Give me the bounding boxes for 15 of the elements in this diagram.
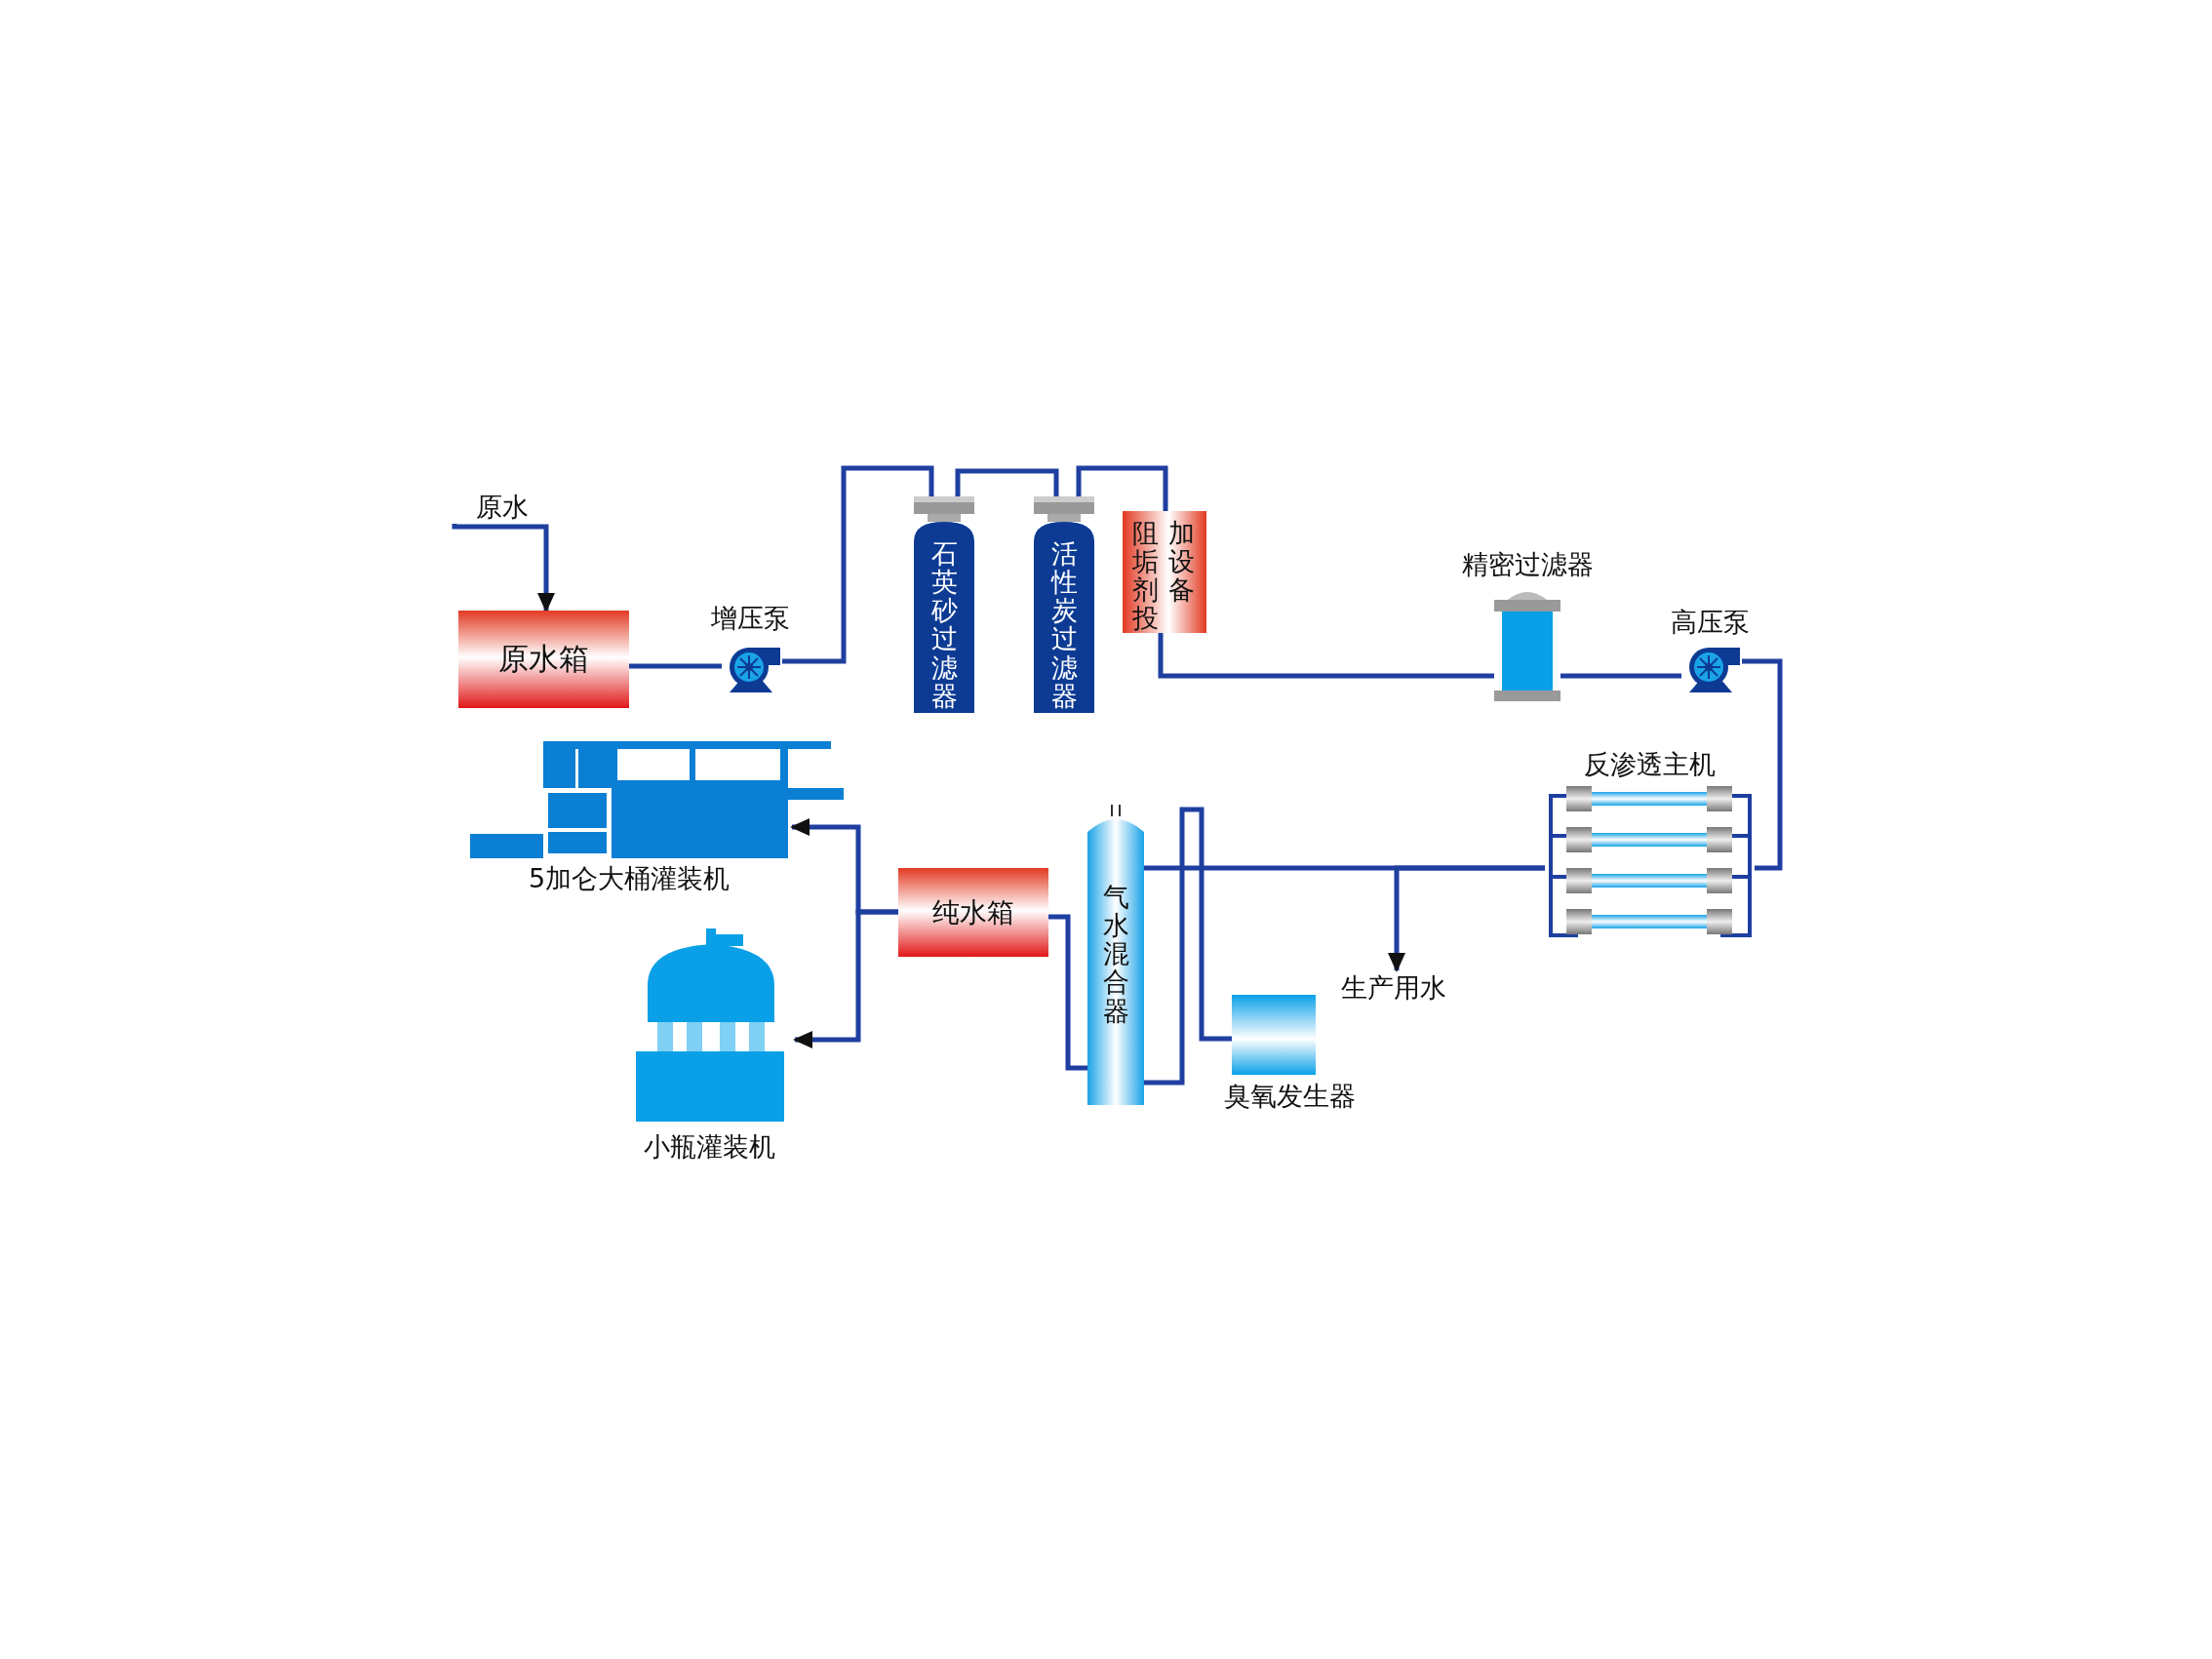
- equipment-label: 臭氧发生器: [1224, 1083, 1356, 1109]
- equipment-label: 反渗透主机: [1583, 751, 1717, 777]
- equipment-label: 5加仑大桶灌装机: [529, 865, 731, 891]
- dosing-unit: 阻垢剂投加设备: [1123, 511, 1206, 633]
- equipment-label: 小瓶灌装机: [644, 1133, 775, 1160]
- equipment-label: 增压泵: [711, 605, 790, 631]
- water-tank: 原水箱: [458, 611, 629, 708]
- pipe-arrow: [1388, 865, 1545, 972]
- pipe-arrow: [452, 524, 555, 612]
- flow-label: 生产用水: [1341, 970, 1458, 1006]
- pipe-arrow: [793, 909, 898, 1048]
- water-tank: 纯水箱: [898, 868, 1048, 957]
- equipment-label: 高压泵: [1671, 609, 1750, 635]
- flow-label: 原水: [451, 491, 558, 524]
- equipment-label: 精密过滤器: [1460, 551, 1595, 577]
